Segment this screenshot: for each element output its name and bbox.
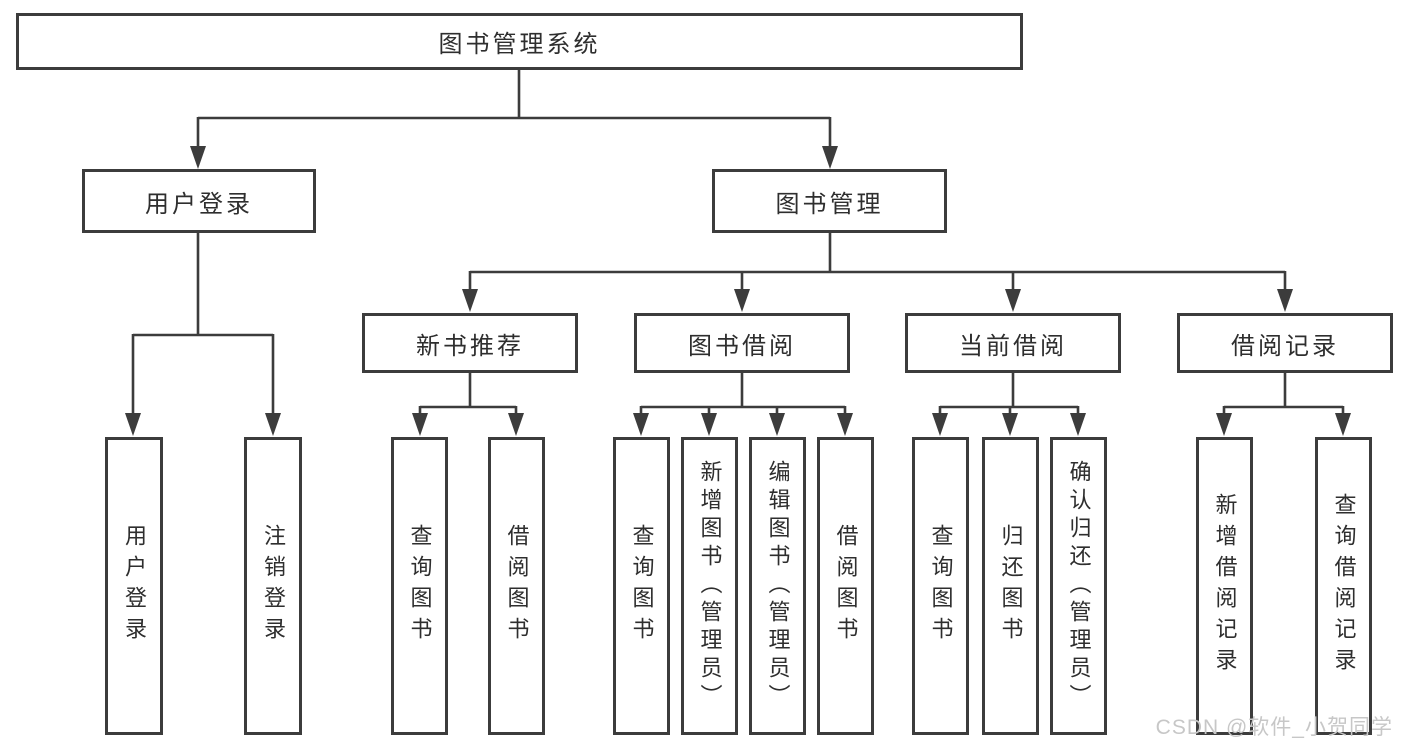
leaf-add-borrow-record: 新增借阅记录 [1196,437,1253,735]
leaf-borrow-query-books: 查询图书 [613,437,670,735]
leaf-edit-book-admin: 编辑图书（管理员） [749,437,806,735]
leaf-current-query-books: 查询图书 [912,437,969,735]
leaf-logout: 注销登录 [244,437,302,735]
node-user-login: 用户登录 [82,169,316,233]
leaf-confirm-return-admin: 确认归还（管理员） [1050,437,1107,735]
leaf-add-book-admin: 新增图书（管理员） [681,437,738,735]
leaf-recommend-borrow-books: 借阅图书 [488,437,545,735]
leaf-user-login: 用户登录 [105,437,163,735]
csdn-watermark: CSDN @软件_小贺同学 [1155,716,1393,739]
node-library-management-system: 图书管理系统 [16,13,1023,70]
leaf-query-borrow-record: 查询借阅记录 [1315,437,1372,735]
node-current-borrow: 当前借阅 [905,313,1121,373]
node-borrow-records: 借阅记录 [1177,313,1393,373]
node-new-book-recommend: 新书推荐 [362,313,578,373]
node-book-management: 图书管理 [712,169,947,233]
leaf-borrow-borrow-books: 借阅图书 [817,437,874,735]
leaf-recommend-query-books: 查询图书 [391,437,448,735]
node-book-borrow: 图书借阅 [634,313,850,373]
leaf-return-books: 归还图书 [982,437,1039,735]
